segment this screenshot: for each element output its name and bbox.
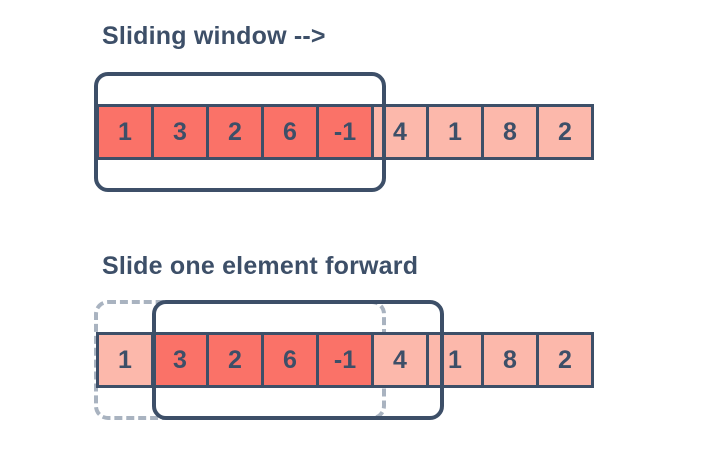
array-cell: -1 [316, 332, 374, 388]
array-cell: 1 [426, 332, 484, 388]
array-cell: 8 [481, 332, 539, 388]
array-cell: 3 [151, 332, 209, 388]
array-cell: -1 [316, 104, 374, 160]
array-row-shifted: 1 3 2 6 -1 4 1 8 2 [96, 332, 594, 388]
array-cell: 6 [261, 332, 319, 388]
array-cell: 2 [536, 104, 594, 160]
array-cell: 8 [481, 104, 539, 160]
array-cell: 1 [426, 104, 484, 160]
caption-slide-forward: Slide one element forward [102, 252, 419, 280]
array-cell: 1 [96, 104, 154, 160]
array-cell: 4 [371, 332, 429, 388]
array-cell: 1 [96, 332, 154, 388]
array-cell: 2 [536, 332, 594, 388]
array-cell: 2 [206, 104, 264, 160]
array-cell: 3 [151, 104, 209, 160]
array-row-initial: 1 3 2 6 -1 4 1 8 2 [96, 104, 594, 160]
caption-sliding-window: Sliding window --> [102, 22, 326, 50]
array-cell: 4 [371, 104, 429, 160]
array-cell: 6 [261, 104, 319, 160]
array-cell: 2 [206, 332, 264, 388]
